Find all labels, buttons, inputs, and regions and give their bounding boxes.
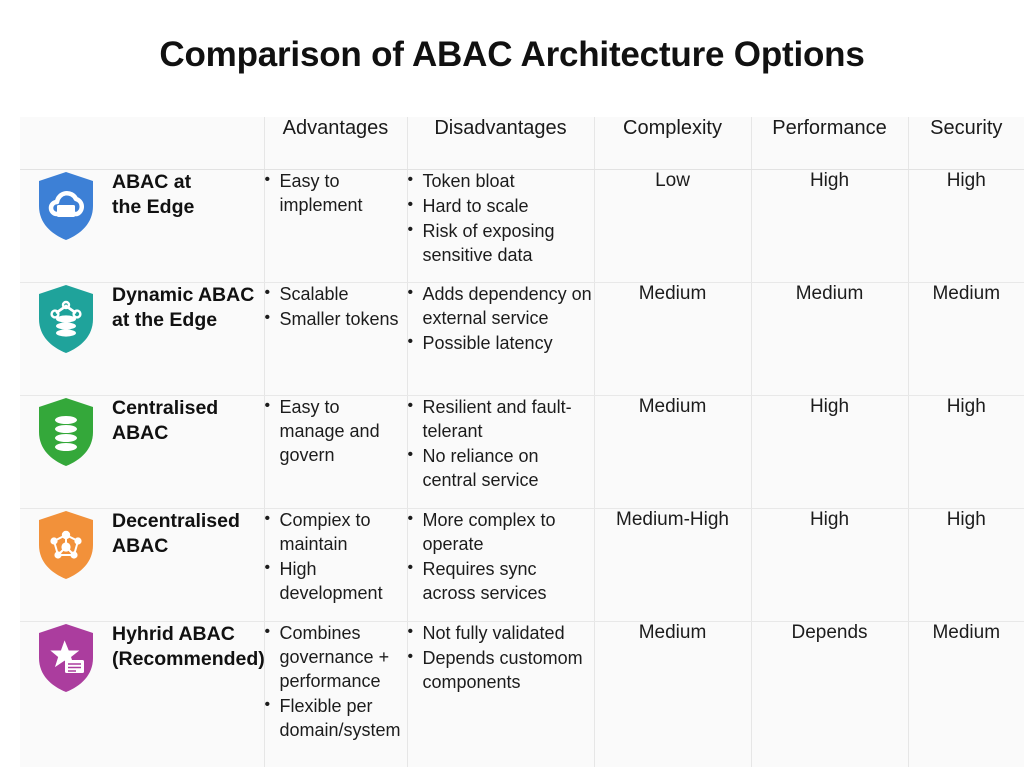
complexity-cell: Medium-High <box>593 508 751 622</box>
advantages-list: Easy to implement <box>265 169 407 218</box>
column-header-complexity: Complexity <box>593 117 751 170</box>
option-name-line: ABAC <box>112 534 169 557</box>
advantages-list: Compiex to maintain High development <box>265 508 407 606</box>
option-name-cell: Hyhrid ABAC (Recommended) <box>112 621 265 767</box>
disadvantages-cell: Adds dependency on external service Poss… <box>406 282 594 396</box>
column-header-option <box>112 117 264 170</box>
shield-cloud-icon <box>20 170 112 242</box>
option-name-cell: ABAC at the Edge <box>112 169 264 283</box>
security-cell: High <box>907 508 1024 622</box>
shield-distributed-nodes-icon <box>20 509 112 581</box>
disadvantages-list: Token bloat Hard to scale Risk of exposi… <box>408 169 594 268</box>
row-icon-cell <box>20 621 112 767</box>
table-row: ABAC at the Edge Easy to implement Token… <box>20 169 1024 283</box>
performance-cell: Medium <box>750 282 908 396</box>
advantages-cell: Scalable Smaller tokens <box>263 282 407 396</box>
list-item: Flexible per domain/system <box>265 694 407 743</box>
list-item: Compiex to maintain <box>265 508 407 557</box>
shield-database-icon <box>20 396 112 468</box>
security-cell: Medium <box>907 282 1024 396</box>
security-cell: Medium <box>907 621 1024 767</box>
table-row: Hyhrid ABAC (Recommended) Combines gover… <box>20 621 1024 767</box>
list-item: More complex to operate <box>408 508 594 557</box>
list-item: Depends customom components <box>408 646 594 695</box>
complexity-cell: Medium <box>593 395 751 509</box>
option-name-line: Hyhrid ABAC <box>112 623 235 645</box>
advantages-cell: Easy to manage and govern <box>263 395 407 509</box>
option-name-cell: Decentralised ABAC <box>112 508 264 622</box>
table-row: Dynamic ABAC at the Edge Scalable Smalle… <box>20 282 1024 396</box>
option-name-line: Dynamic ABAC <box>112 284 255 306</box>
list-item: Possible latency <box>408 331 594 356</box>
complexity-cell: Medium <box>593 282 751 396</box>
column-header-disadvantages: Disadvantages <box>406 117 594 170</box>
table-row: Decentralised ABAC Compiex to maintain H… <box>20 508 1024 622</box>
comparison-table: Advantages Disadvantages Complexity Perf… <box>20 117 1024 767</box>
list-item: Combines governance + performance <box>265 621 407 694</box>
column-header-advantages: Advantages <box>263 117 407 170</box>
option-name-line: (Recommended) <box>112 647 265 670</box>
list-item: Adds dependency on external service <box>408 282 594 331</box>
option-name-line: the Edge <box>112 195 195 218</box>
security-cell: High <box>907 395 1024 509</box>
disadvantages-list: Adds dependency on external service Poss… <box>408 282 594 356</box>
row-icon-cell <box>20 395 112 509</box>
advantages-list: Easy to manage and govern <box>265 395 407 468</box>
table-body: ABAC at the Edge Easy to implement Token… <box>20 169 1024 767</box>
advantages-cell: Combines governance + performance Flexib… <box>263 621 407 767</box>
disadvantages-list: Resilient and fault-telerant No reliance… <box>408 395 594 493</box>
disadvantages-cell: Token bloat Hard to scale Risk of exposi… <box>406 169 594 283</box>
list-item: Resilient and fault-telerant <box>408 395 594 444</box>
disadvantages-list: Not fully validated Depends customom com… <box>408 621 594 695</box>
option-name-cell: Centralised ABAC <box>112 395 264 509</box>
row-icon-cell <box>20 282 112 396</box>
complexity-cell: Medium <box>593 621 751 767</box>
performance-cell: High <box>750 169 908 283</box>
disadvantages-cell: Resilient and fault-telerant No reliance… <box>406 395 594 509</box>
list-item: High development <box>265 557 407 606</box>
advantages-cell: Compiex to maintain High development <box>263 508 407 622</box>
security-cell: High <box>907 169 1024 283</box>
list-item: Scalable <box>265 282 407 307</box>
option-name-cell: Dynamic ABAC at the Edge <box>112 282 264 396</box>
performance-cell: Depends <box>750 621 908 767</box>
list-item: Easy to manage and govern <box>265 395 407 468</box>
page-title: Comparison of ABAC Architecture Options <box>159 35 865 74</box>
advantages-list: Scalable Smaller tokens <box>265 282 407 332</box>
list-item: Risk of exposing sensitive data <box>408 219 594 268</box>
option-name-line: Decentralised <box>112 510 240 532</box>
table-header-row: Advantages Disadvantages Complexity Perf… <box>20 117 1024 170</box>
advantages-list: Combines governance + performance Flexib… <box>265 621 407 743</box>
list-item: Not fully validated <box>408 621 594 646</box>
column-header-performance: Performance <box>750 117 908 170</box>
row-icon-cell <box>20 169 112 283</box>
column-header-security: Security <box>907 117 1024 170</box>
list-item: Requires sync across services <box>408 557 594 606</box>
list-item: Smaller tokens <box>265 307 407 332</box>
list-item: No reliance on central service <box>408 444 594 493</box>
option-name-line: Centralised <box>112 397 219 419</box>
performance-cell: High <box>750 395 908 509</box>
option-name-line: at the Edge <box>112 308 218 331</box>
shield-star-document-icon <box>20 622 112 694</box>
disadvantages-cell: More complex to operate Requires sync ac… <box>406 508 594 622</box>
performance-cell: High <box>750 508 908 622</box>
advantages-cell: Easy to implement <box>263 169 407 283</box>
list-item: Easy to implement <box>265 169 407 218</box>
option-name-line: ABAC at <box>112 171 192 193</box>
list-item: Token bloat <box>408 169 594 194</box>
row-icon-cell <box>20 508 112 622</box>
disadvantages-cell: Not fully validated Depends customom com… <box>406 621 594 767</box>
column-header-icon <box>20 117 112 170</box>
complexity-cell: Low <box>593 169 751 283</box>
option-name-line: ABAC <box>112 421 169 444</box>
disadvantages-list: More complex to operate Requires sync ac… <box>408 508 594 606</box>
table-row: Centralised ABAC Easy to manage and gove… <box>20 395 1024 509</box>
shield-network-database-icon <box>20 283 112 355</box>
list-item: Hard to scale <box>408 194 594 219</box>
